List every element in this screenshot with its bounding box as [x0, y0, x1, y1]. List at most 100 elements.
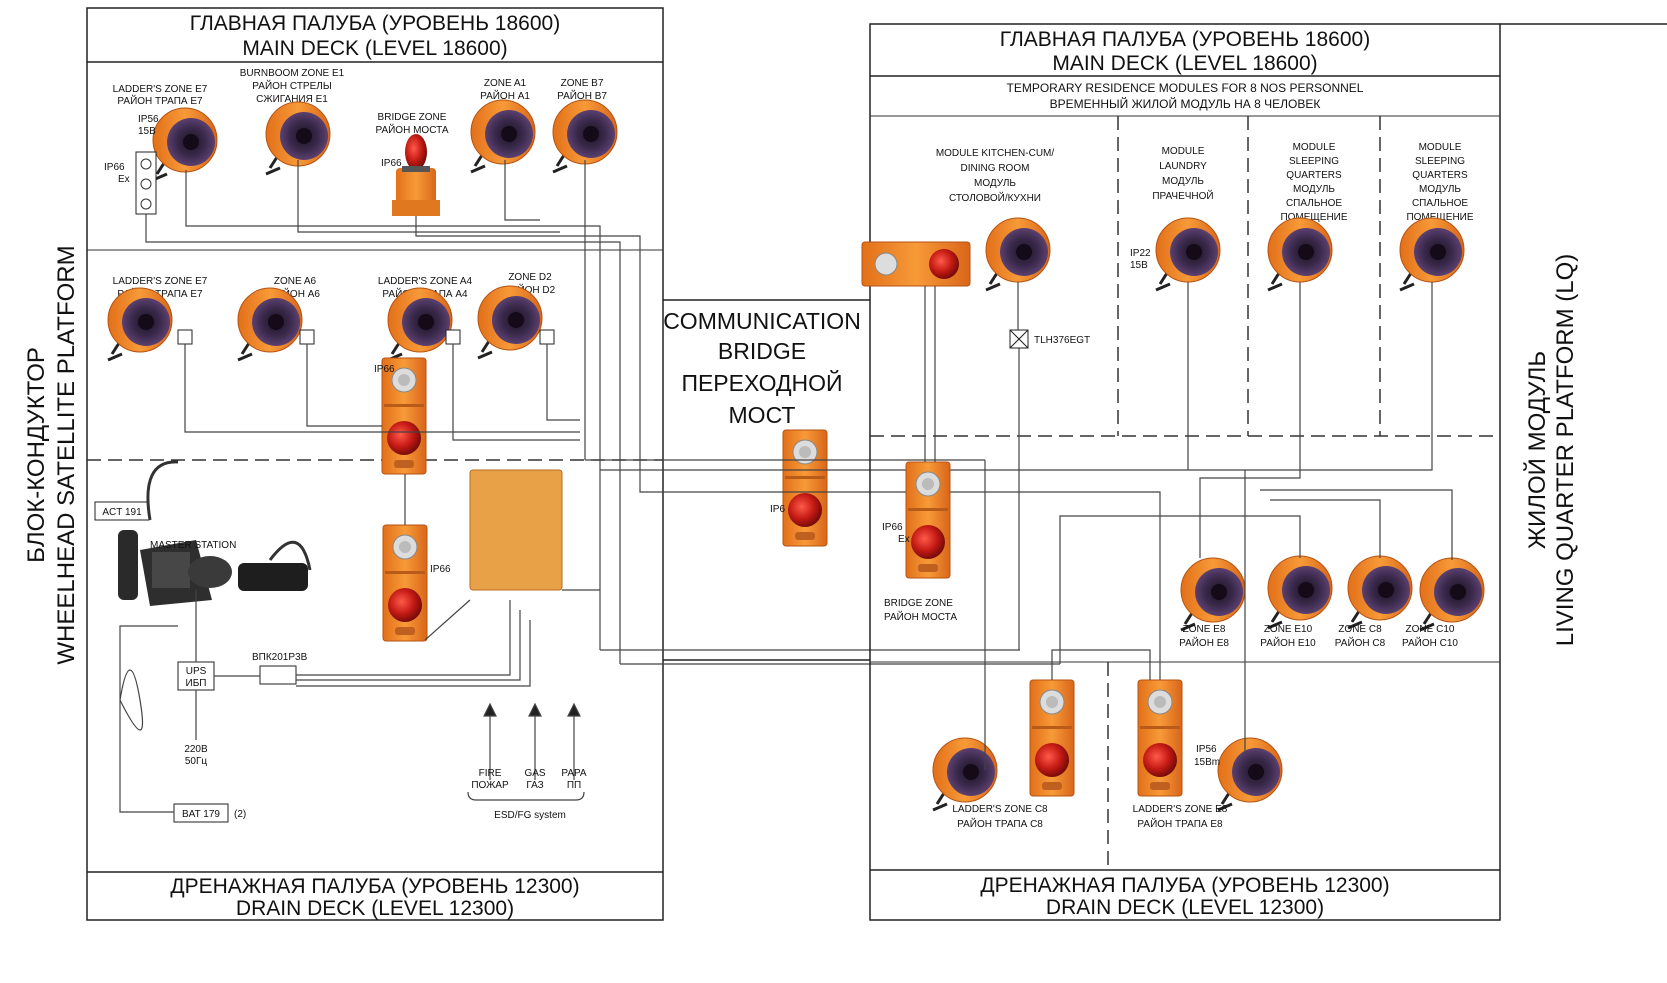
ip-rating-label: IP6: [770, 504, 785, 515]
attenuator-icon: [1009, 329, 1029, 349]
module-laundry-label: MODULE LAUNDRY МОДУЛЬ ПРАЧЕЧНОЙ: [1152, 146, 1213, 202]
loudspeaker-horn-icon: [1418, 556, 1486, 632]
esd-papa-label: ПП: [567, 780, 581, 791]
zone-label: ZONE A6: [274, 276, 317, 287]
right-wiring: [924, 282, 1453, 770]
beacon-icon: [392, 134, 440, 216]
module-kitchen-label: MODULE KITCHEN-CUM/ DINING ROOM МОДУЛЬ С…: [936, 148, 1055, 204]
left-side-label-ru: БЛОК-КОНДУКТОР: [23, 347, 50, 563]
ip-rating-label: IP22: [1130, 248, 1151, 259]
left-side-label-en: WHEELHEAD SATELLITE PLATFORM: [53, 245, 80, 664]
loudspeaker-horn-icon: [476, 284, 544, 360]
svg-text:SLEEPING: SLEEPING: [1415, 156, 1465, 167]
loudspeaker-horn-icon: [151, 106, 219, 182]
battery-label: BAT 179: [182, 809, 220, 820]
zone-label: РАЙОН A1: [480, 89, 530, 102]
zone-label: LADDER'S ZONE A4: [378, 276, 473, 287]
zone-label: BRIDGE ZONE: [378, 112, 447, 123]
left-main-deck-title-ru: ГЛАВНАЯ ПАЛУБА (УРОВЕНЬ 18600): [190, 12, 560, 35]
esd-caption: ESD/FG system: [494, 810, 566, 821]
call-station-icon: [1137, 679, 1183, 797]
ip-rating-label: 15Bm: [1194, 757, 1220, 768]
control-panel-icon: [469, 469, 563, 591]
loudspeaker-horn-icon: [1154, 216, 1222, 292]
zone-label: РАЙОН E8: [1179, 636, 1229, 649]
loudspeaker-horn-icon: [1266, 216, 1334, 292]
zone-label: РАЙОН ТРАПА E7: [117, 94, 203, 107]
temp-modules-title-en: TEMPORARY RESIDENCE MODULES FOR 8 NOS PE…: [1007, 81, 1364, 95]
zone-label: РАЙОН E10: [1260, 636, 1316, 649]
ip-rating-label: IP66: [430, 564, 451, 575]
attenuator-label: TLH376EGT: [1034, 335, 1090, 346]
esd-fire-label: ПОЖАР: [471, 780, 509, 791]
intercom-unit-icon: [238, 540, 312, 591]
left-wiring: [119, 160, 641, 813]
left-platform-frame: [86, 7, 664, 921]
esd-papa-label: PAPA: [561, 768, 587, 779]
zone-label: ZONE C10: [1406, 624, 1455, 635]
ladder-zone-label: LADDER'S ZONE C8: [952, 804, 1048, 815]
svg-text:QUARTERS: QUARTERS: [1286, 170, 1342, 181]
svg-text:ПОМЕЩЕНИЕ: ПОМЕЩЕНИЕ: [1406, 212, 1473, 223]
left-main-deck-title-en: MAIN DECK (LEVEL 18600): [242, 37, 507, 60]
ups-label: UPS: [186, 666, 207, 677]
ladder-zone-label: РАЙОН ТРАПА C8: [957, 817, 1043, 830]
svg-text:МОДУЛЬ: МОДУЛЬ: [1162, 176, 1204, 187]
loudspeaker-horn-icon: [984, 216, 1052, 292]
ip-rating-label: IP56: [138, 114, 159, 125]
bridge-label: COMMUNICATION: [663, 308, 861, 334]
loudspeaker-horn-icon: [1266, 554, 1334, 630]
ups-label: ИБП: [186, 678, 207, 689]
right-drain-deck-title-ru: ДРЕНАЖНАЯ ПАЛУБА (УРОВЕНЬ 12300): [980, 874, 1389, 897]
svg-text:DINING ROOM: DINING ROOM: [961, 163, 1030, 174]
zone-label: LADDER'S ZONE E7: [113, 276, 208, 287]
svg-text:MODULE KITCHEN-CUM/: MODULE KITCHEN-CUM/: [936, 148, 1055, 159]
call-station-icon: [381, 357, 427, 475]
ip-rating-label: IP66: [381, 158, 402, 169]
zone-label: ZONE D2: [508, 272, 552, 283]
loudspeaker-horn-icon: [386, 286, 454, 362]
zone-label: ZONE E10: [1264, 624, 1313, 635]
call-station-icon: [905, 461, 951, 579]
terminal-box-icon: [177, 329, 555, 345]
bridge-zone-label: РАЙОН МОСТА: [884, 610, 957, 623]
right-side-label-en: LIVING QUARTER PLATFORM (LQ): [1552, 254, 1579, 647]
power-label: 50Гц: [185, 756, 208, 767]
loudspeaker-horn-icon: [106, 286, 174, 362]
zone-label: ZONE A1: [484, 78, 527, 89]
zone-label: BURNBOOM ZONE E1: [240, 68, 345, 79]
svg-text:СПАЛЬНОЕ: СПАЛЬНОЕ: [1286, 198, 1342, 209]
ip-rating-label: IP66: [104, 162, 125, 173]
ip-rating-label: 15B: [1130, 260, 1148, 271]
esd-gas-label: ГАЗ: [526, 780, 543, 791]
right-side-label-ru: ЖИЛОЙ МОДУЛЬ: [1523, 351, 1551, 549]
zone-label: ZONE E8: [1183, 624, 1226, 635]
svg-text:ПОМЕЩЕНИЕ: ПОМЕЩЕНИЕ: [1280, 212, 1347, 223]
right-main-deck-title-ru: ГЛАВНАЯ ПАЛУБА (УРОВЕНЬ 18600): [1000, 28, 1370, 51]
act-label: ACT 191: [102, 507, 142, 518]
right-main-deck-title-en: MAIN DECK (LEVEL 18600): [1052, 52, 1317, 75]
bridge-label: BRIDGE: [718, 338, 806, 364]
right-platform-frame: [869, 23, 1501, 921]
horizontal-call-station-icon: [861, 241, 971, 287]
zone-label: РАЙОН B7: [557, 89, 607, 102]
bridge-label: ПЕРЕХОДНОЙ: [681, 369, 842, 396]
temp-modules-title-ru: ВРЕМЕННЫЙ ЖИЛОЙ МОДУЛЬ НА 8 ЧЕЛОВЕК: [1050, 96, 1321, 111]
battery-box: [173, 803, 229, 823]
module-sleeping-label: MODULE SLEEPING QUARTERS МОДУЛЬ СПАЛЬНОЕ…: [1406, 142, 1473, 223]
svg-text:QUARTERS: QUARTERS: [1412, 170, 1468, 181]
svg-text:МОДУЛЬ: МОДУЛЬ: [1419, 184, 1461, 195]
left-drain-deck-title-ru: ДРЕНАЖНАЯ ПАЛУБА (УРОВЕНЬ 12300): [170, 875, 579, 898]
loudspeaker-horn-icon: [236, 286, 304, 362]
call-station-icon: [782, 429, 828, 547]
zone-label: РАЙОН МОСТА: [375, 123, 448, 136]
left-drain-deck-title-en: DRAIN DECK (LEVEL 12300): [236, 897, 514, 920]
battery-qty-label: (2): [234, 809, 246, 820]
loudspeaker-horn-icon: [1346, 554, 1414, 630]
ups-box: [177, 661, 215, 691]
loudspeaker-horn-icon: [1179, 556, 1247, 632]
zone-label: РАЙОН СТРЕЛЫ: [252, 79, 332, 92]
junction-box-icon: [135, 151, 157, 215]
master-station-icon: [118, 460, 232, 606]
module-sleeping-label: MODULE SLEEPING QUARTERS МОДУЛЬ СПАЛЬНОЕ…: [1280, 142, 1347, 223]
